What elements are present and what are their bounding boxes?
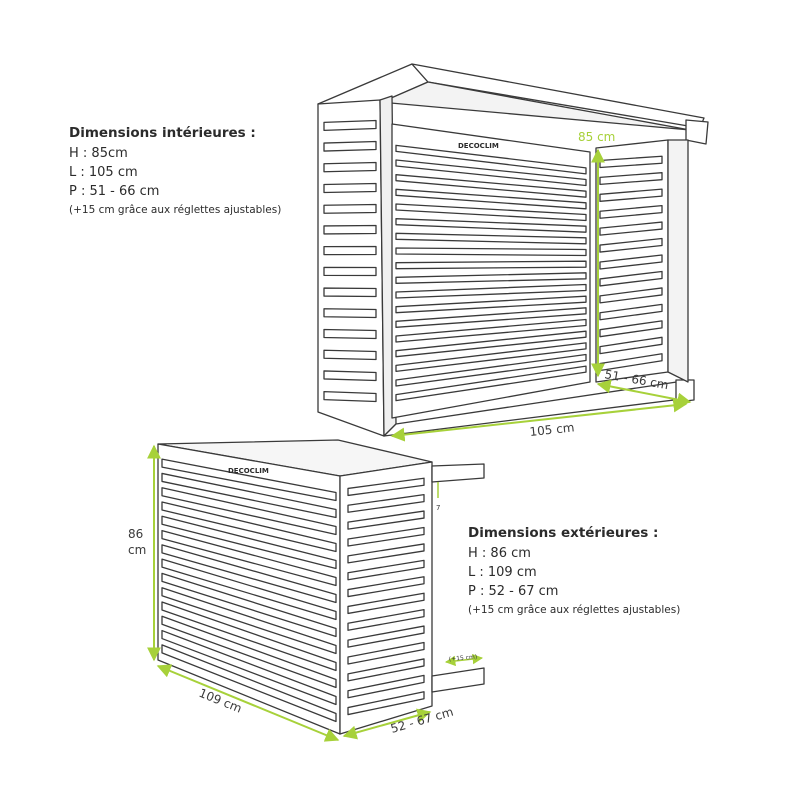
exterior-dimensions-heading: Dimensions extérieures : — [468, 525, 659, 541]
louver-slat — [323, 203, 377, 214]
exterior-dimensions-block: Dimensions extérieures : H : 86 cm L : 1… — [468, 524, 680, 620]
louver-slat — [395, 272, 587, 284]
exterior-extension-label: (+15 cm) — [449, 654, 478, 663]
louver-slat — [395, 260, 587, 270]
interior-depth-line: P : 51 - 66 cm — [69, 184, 160, 199]
exterior-depth-dimension — [342, 708, 432, 740]
exterior-height-line: H : 86 cm — [468, 546, 531, 561]
louver-slat — [323, 370, 377, 382]
exterior-length-line: L : 109 cm — [468, 565, 537, 580]
louver-slat — [395, 247, 587, 257]
interior-height-label: 85 cm — [578, 130, 615, 144]
louver-slat — [161, 544, 337, 604]
louver-slat — [323, 245, 377, 256]
louver-slat — [323, 182, 377, 194]
exterior-brand-logo: DECOCLIM — [228, 467, 269, 475]
louver-slat — [395, 318, 587, 343]
louver-slat — [161, 472, 337, 519]
louver-slat — [347, 608, 425, 631]
louver-slat — [347, 576, 425, 598]
back-louvers — [395, 144, 587, 402]
exterior-extension-dimension — [444, 653, 484, 667]
louver-slat — [395, 232, 587, 245]
right-bottom-foot — [675, 379, 695, 403]
interior-width-label: 105 cm — [529, 420, 575, 439]
louver-slat — [161, 487, 337, 536]
louver-slat — [395, 283, 587, 299]
louver-slat — [347, 526, 425, 547]
louver-slat — [323, 119, 377, 132]
exterior-cover-illustration — [157, 439, 485, 735]
louver-slat — [347, 559, 425, 581]
louver-slat — [347, 493, 425, 513]
top-extension-slat — [431, 463, 485, 483]
interior-brand-logo: DECOCLIM — [458, 142, 499, 150]
interior-dimensions-heading: Dimensions intérieures : — [69, 125, 256, 141]
louver-slat — [395, 342, 587, 372]
louver-slat — [395, 159, 587, 187]
louver-slat — [347, 641, 425, 665]
interior-dimensions-block: Dimensions intérieures : H : 85cm L : 10… — [69, 124, 281, 220]
louver-slat — [161, 587, 337, 655]
louver-slat — [395, 144, 587, 175]
right-top-block — [685, 119, 709, 145]
louver-slat — [395, 218, 587, 233]
louver-slat — [161, 515, 337, 570]
louver-slat — [323, 287, 377, 298]
louver-slat — [347, 674, 425, 699]
louver-slat — [323, 349, 377, 361]
louver-slat — [347, 658, 425, 682]
louver-slat — [395, 353, 587, 387]
louver-slat — [161, 529, 337, 587]
exterior-depth-line: P : 52 - 67 cm — [468, 584, 559, 599]
louver-slat — [323, 390, 377, 403]
louver-slat — [323, 308, 377, 319]
left-side-louvers — [323, 119, 377, 403]
louver-slat — [347, 592, 425, 615]
louver-slat — [161, 458, 337, 502]
louver-slat — [347, 543, 425, 564]
louver-slat — [395, 295, 587, 314]
louver-slat — [395, 307, 587, 328]
right-side-edge — [667, 139, 689, 383]
interior-height-line: H : 85cm — [69, 146, 128, 161]
exterior-height-value: 86 — [128, 527, 143, 541]
interior-length-line: L : 105 cm — [69, 165, 138, 180]
side-louvers — [347, 477, 425, 716]
exterior-height-unit: cm — [128, 543, 146, 557]
interior-adjustable-note: (+15 cm grâce aux réglettes ajustables) — [69, 204, 282, 216]
exterior-width-dimension — [156, 664, 340, 742]
louver-slat — [323, 328, 377, 340]
louver-slat — [395, 203, 587, 222]
louver-slat — [161, 558, 337, 621]
louver-slat — [323, 140, 377, 152]
louver-slat — [347, 477, 425, 497]
exterior-adjustable-note: (+15 cm grâce aux réglettes ajustables) — [468, 604, 681, 616]
louver-slat — [323, 266, 377, 277]
louver-slat — [161, 501, 337, 553]
louver-slat — [395, 188, 587, 210]
exterior-small-label: 7 — [436, 504, 440, 512]
bottom-extension-slat — [431, 667, 485, 693]
interior-depth-dimension — [596, 379, 692, 407]
louver-slat — [323, 224, 377, 235]
interior-width-dimension — [390, 398, 688, 442]
louver-slat — [323, 161, 377, 173]
louver-slat — [395, 330, 587, 358]
louver-slat — [347, 625, 425, 648]
louver-slat — [395, 174, 587, 198]
louver-slat — [161, 572, 337, 638]
louver-slat — [347, 510, 425, 530]
